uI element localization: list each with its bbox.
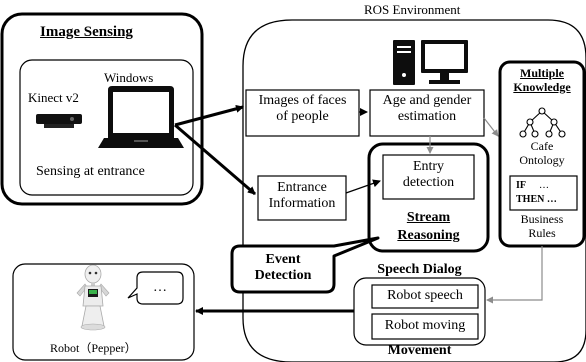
arrow-sensing-to-entrance — [174, 123, 256, 196]
cafe-ontology-label: Cafe Ontology — [519, 139, 565, 167]
laptop-icon — [98, 86, 184, 148]
business-rules-label: Business Rules — [520, 212, 564, 240]
movement-label: Movement — [387, 343, 452, 358]
arrow-age-to-knowledge — [483, 117, 499, 137]
rule-then-label: THEN … — [516, 194, 557, 205]
kinect-label: Kinect v2 — [28, 90, 79, 105]
entrance-label: Entrance Information — [268, 180, 336, 212]
entry-detection-label: Entry detection — [402, 159, 455, 191]
knowledge-title: Multiple Knowledge — [513, 66, 571, 94]
robot-moving-label: Robot moving — [384, 318, 466, 333]
rule-if-label: IF — [516, 180, 526, 191]
faces-box — [245, 89, 360, 137]
entry-detection-box — [382, 154, 475, 200]
stream-reasoning-box — [367, 142, 490, 253]
sensing-inner-box — [19, 59, 194, 196]
faces-box-label: Images of faces of people — [258, 93, 347, 125]
speech-dialog-title: Speech Dialog — [377, 262, 462, 277]
image-sensing-box — [0, 12, 204, 206]
rule-if-ellipsis: … — [539, 180, 549, 191]
windows-label: Windows — [104, 70, 154, 85]
pepper-robot-icon — [76, 264, 110, 331]
speech-bubble — [127, 271, 184, 305]
event-detection-callout — [230, 236, 380, 294]
speech-bubble-text: … — [153, 280, 167, 295]
tree-ontology-icon — [519, 107, 566, 138]
robot-moving-box — [371, 313, 479, 340]
event-detection-label: Event Detection — [254, 252, 312, 284]
arrow-knowledge-to-speech — [486, 246, 543, 304]
kinect-sensor-icon — [36, 114, 82, 128]
age-gender-label: Age and gender estimation — [382, 93, 472, 125]
robot-label: Robot（Pepper） — [50, 341, 137, 355]
arrow-sensing-to-faces — [174, 104, 244, 127]
arrow-entrance-to-stream — [345, 179, 381, 194]
robot-speech-box — [371, 284, 479, 309]
business-rules-box — [509, 175, 578, 211]
entrance-box — [257, 175, 347, 221]
robot-box — [12, 263, 195, 361]
stream-reasoning-label: Stream Reasoning — [397, 210, 460, 244]
ros-environment-title: ROS Environment — [364, 2, 461, 17]
robot-speech-label: Robot speech — [387, 288, 463, 303]
age-gender-box — [369, 89, 485, 137]
image-sensing-title: Image Sensing — [40, 24, 133, 40]
desktop-computer-icon — [393, 40, 468, 85]
sensing-label: Sensing at entrance — [36, 164, 145, 179]
